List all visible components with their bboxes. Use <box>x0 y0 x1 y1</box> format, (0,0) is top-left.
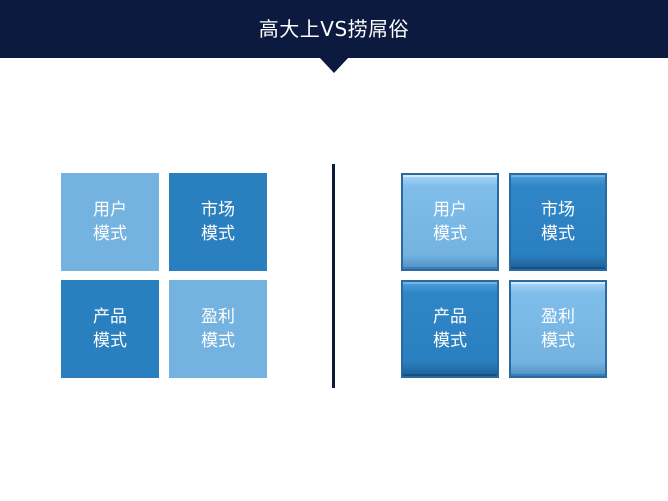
tile-product-mode-beveled: 产品 模式 <box>401 280 499 378</box>
tile-label: 产品 <box>93 307 127 327</box>
vertical-divider <box>332 164 335 388</box>
tile-market-mode-beveled: 市场 模式 <box>509 173 607 271</box>
tile-label: 盈利 <box>201 307 235 327</box>
tile-label: 模式 <box>201 331 235 351</box>
tile-market-mode-flat: 市场 模式 <box>169 173 267 271</box>
tile-label: 模式 <box>93 331 127 351</box>
tile-profit-mode-flat: 盈利 模式 <box>169 280 267 378</box>
tile-label: 模式 <box>201 224 235 244</box>
tile-profit-mode-beveled: 盈利 模式 <box>509 280 607 378</box>
page-title: 高大上VS捞屌俗 <box>258 17 410 41</box>
tile-label: 市场 <box>541 200 575 220</box>
tile-label: 模式 <box>541 331 575 351</box>
header-bar: 高大上VS捞屌俗 <box>0 0 668 58</box>
tile-label: 模式 <box>93 224 127 244</box>
tile-label: 产品 <box>433 307 467 327</box>
header-pointer <box>319 57 349 73</box>
tile-label: 用户 <box>433 200 467 220</box>
tile-label: 用户 <box>93 200 127 220</box>
tile-label: 市场 <box>201 200 235 220</box>
tile-label: 模式 <box>433 331 467 351</box>
tile-label: 模式 <box>433 224 467 244</box>
tile-label: 盈利 <box>541 307 575 327</box>
tile-user-mode-flat: 用户 模式 <box>61 173 159 271</box>
tile-label: 模式 <box>541 224 575 244</box>
tile-product-mode-flat: 产品 模式 <box>61 280 159 378</box>
tile-user-mode-beveled: 用户 模式 <box>401 173 499 271</box>
